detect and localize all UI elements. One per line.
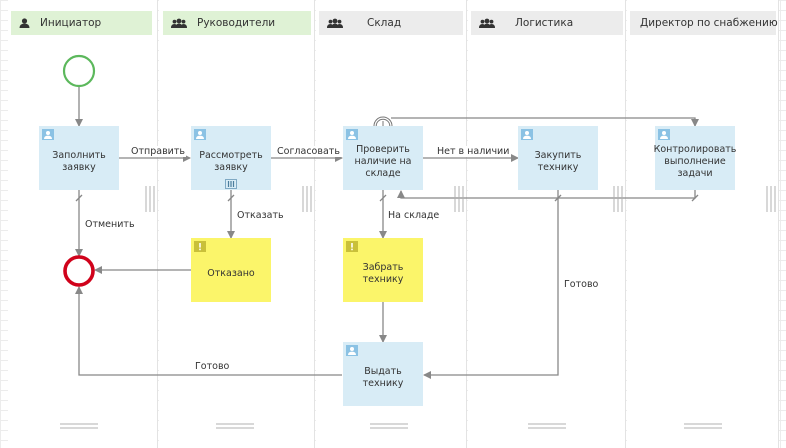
user-task-icon bbox=[194, 129, 206, 140]
lane-header-supply-director[interactable]: Директор по снабжению bbox=[630, 11, 778, 35]
notification-icon bbox=[346, 241, 358, 252]
lane-header-managers[interactable]: Руководители bbox=[163, 11, 311, 35]
edge-label-send: Отправить bbox=[130, 146, 186, 157]
lane-separator bbox=[157, 0, 158, 448]
task-review-request[interactable]: Рассмотреть заявку bbox=[191, 126, 271, 190]
task-label: Выдать технику bbox=[362, 366, 404, 389]
edge-control-to-check bbox=[397, 190, 696, 199]
lane-title: Склад bbox=[367, 17, 402, 29]
user-task-icon bbox=[42, 129, 54, 140]
lane-separator bbox=[466, 0, 467, 448]
task-label: Проверить наличие на складе bbox=[354, 144, 412, 179]
lane-separator bbox=[778, 0, 779, 448]
lane-header-warehouse[interactable]: Склад bbox=[319, 11, 463, 35]
lane-managers bbox=[159, 0, 314, 448]
edge-label-approve: Согласовать bbox=[276, 146, 341, 157]
task-fill-request[interactable]: Заполнить заявку bbox=[39, 126, 119, 190]
user-icon bbox=[19, 18, 30, 28]
task-label: Контролировать выполнение задачи bbox=[653, 144, 737, 179]
lane-separator bbox=[625, 0, 626, 448]
task-label: Забрать технику bbox=[362, 262, 404, 285]
lane-logistics bbox=[468, 0, 625, 448]
user-task-icon bbox=[346, 345, 358, 356]
edge-label-refuse: Отказать bbox=[236, 210, 285, 221]
lane-supply-director bbox=[627, 0, 778, 448]
multi-instance-icon bbox=[225, 179, 237, 189]
edge-timer-to-control bbox=[391, 117, 699, 127]
edge-label-done-logistics: Готово bbox=[563, 279, 600, 290]
task-pick-equipment[interactable]: Забрать технику bbox=[343, 238, 423, 302]
edge-label-in-stock: На складе bbox=[387, 210, 441, 221]
edge-label-cancel: Отменить bbox=[84, 219, 136, 230]
edge-label-not-in-stock: Нет в наличии bbox=[436, 146, 511, 157]
users-icon bbox=[479, 18, 495, 28]
lane-title: Логистика bbox=[515, 17, 574, 29]
lane-title: Инициатор bbox=[40, 17, 102, 29]
user-task-icon bbox=[346, 129, 358, 140]
start-event bbox=[62, 54, 96, 88]
edge-done-logistics bbox=[423, 190, 559, 379]
lane-title: Руководители bbox=[197, 17, 276, 29]
user-task-icon bbox=[521, 129, 533, 140]
user-task-icon bbox=[658, 129, 670, 140]
notification-icon bbox=[194, 241, 206, 252]
task-label: Рассмотреть заявку bbox=[199, 150, 263, 173]
end-event bbox=[63, 255, 95, 287]
task-issue-equipment[interactable]: Выдать технику bbox=[343, 342, 423, 406]
lane-separator bbox=[314, 0, 315, 448]
edge-done-issue bbox=[75, 286, 342, 376]
users-icon bbox=[171, 18, 187, 28]
lane-title: Директор по снабжению bbox=[640, 17, 778, 29]
task-rejected[interactable]: Отказано bbox=[191, 238, 271, 302]
task-label: Закупить технику bbox=[534, 150, 582, 173]
lane-header-logistics[interactable]: Логистика bbox=[471, 11, 623, 35]
lane-header-initiator[interactable]: Инициатор bbox=[11, 11, 152, 35]
task-control-execution[interactable]: Контролировать выполнение задачи bbox=[653, 126, 737, 190]
task-check-stock[interactable]: Проверить наличие на складе bbox=[343, 126, 423, 190]
task-label: Заполнить заявку bbox=[52, 150, 106, 173]
task-label: Отказано bbox=[207, 268, 255, 279]
task-buy-equipment[interactable]: Закупить технику bbox=[518, 126, 598, 190]
edge-label-done-issue: Готово bbox=[194, 361, 231, 372]
users-icon bbox=[327, 18, 343, 28]
